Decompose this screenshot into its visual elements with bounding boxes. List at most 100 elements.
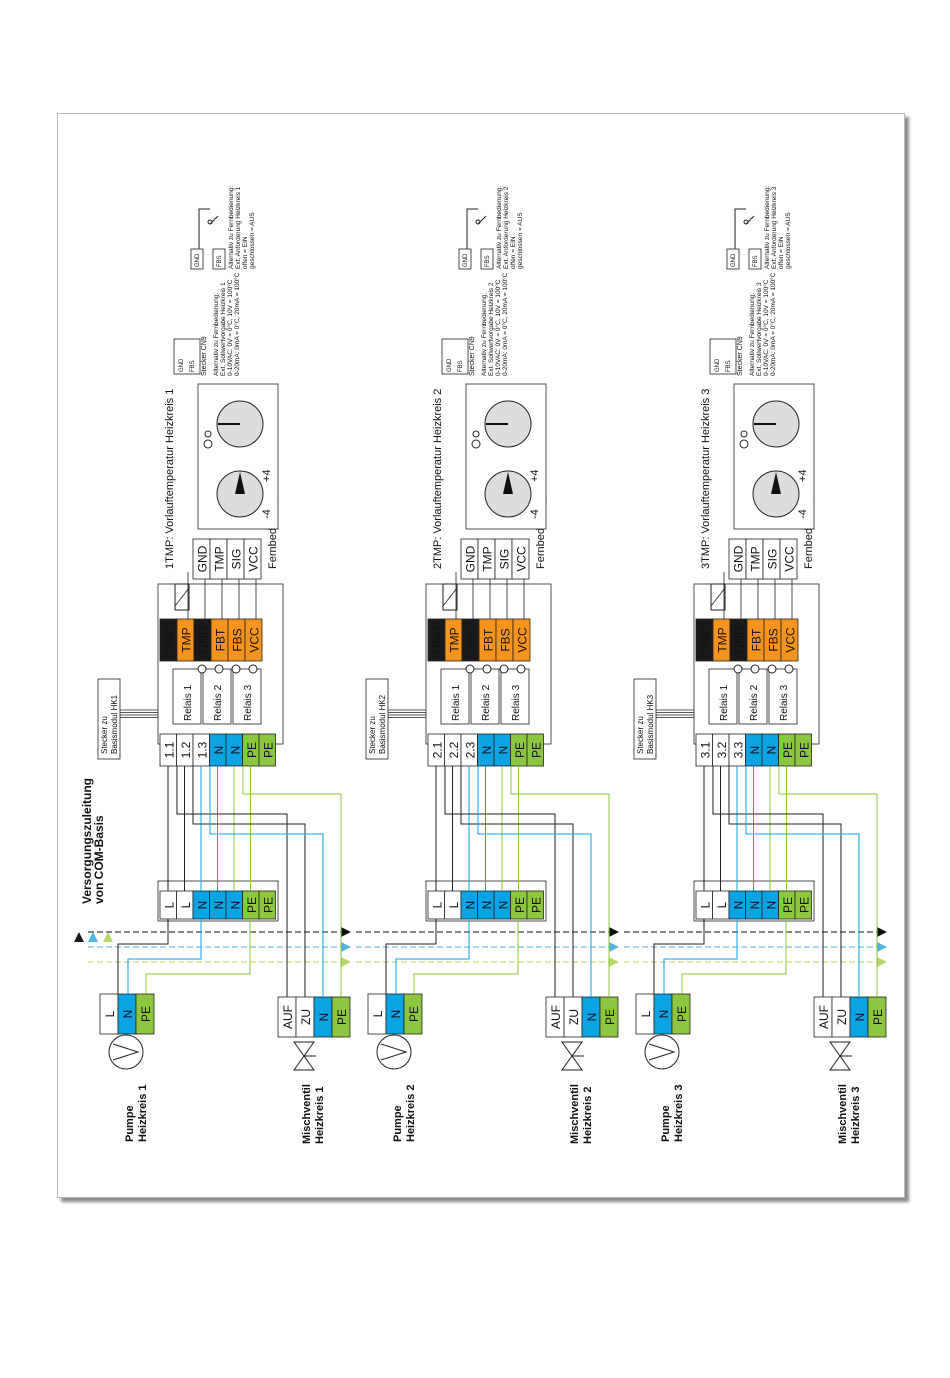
alt-switch-line: Ext. Anforderung Heizkreis 1 — [235, 186, 242, 269]
remote-term-vcc — [779, 538, 798, 580]
module-term-0-label: 2.1 — [430, 741, 444, 758]
switch-fbs-box — [212, 248, 226, 270]
valve-wire-pe — [778, 766, 878, 997]
pump-subtitle: Heizkreis 1 — [137, 1085, 149, 1142]
supply-arrow — [74, 932, 84, 942]
bus-arrow — [609, 957, 619, 967]
distributor-term-n-label: N — [228, 901, 242, 910]
cn9-fbs: FBS — [726, 360, 732, 372]
relay-label: Relais 3 — [511, 684, 522, 721]
sensor-title: 2TMP: Vorlauftemperatur Heizkreis 2 — [432, 389, 444, 569]
alt-switch-line: geschlossen = AUS — [785, 212, 792, 269]
pump-wire-n — [127, 919, 202, 994]
alt-setpoint-line: Ext. Sollwertvorgabe Heizkreis 1 — [220, 282, 227, 376]
remote-term-vcc — [511, 538, 530, 580]
pump-term-n-label: N — [121, 1010, 135, 1019]
pump-icon — [648, 1043, 676, 1061]
screw-terminal-icon — [499, 664, 509, 674]
remote-term-tmp-label: TMP — [749, 546, 763, 571]
pump-title: Pumpe — [660, 1105, 672, 1142]
cn9-label: Stecker CN9 — [201, 336, 208, 376]
distributor-term-n-label: N — [212, 901, 226, 910]
cn9-box — [441, 338, 469, 375]
signal-term-tmp-label: TMP — [716, 627, 730, 652]
valve-term-auf-label: AUF — [549, 1005, 563, 1029]
alt-setpoint-line: Ext. Sollwertvorgabe Heizkreis 2 — [488, 282, 495, 376]
signal-term-gnd-label: GND — [163, 626, 177, 653]
valve-wire-n — [477, 766, 592, 997]
valve-wire-auf — [444, 766, 556, 997]
distributor-term-n-label: N — [748, 901, 762, 910]
scale-plus: +4 — [797, 469, 809, 482]
pump-icon — [644, 1034, 680, 1070]
relay-box — [232, 668, 262, 725]
cn9-gnd: GND — [179, 358, 185, 372]
valve-term-pe-label: PE — [603, 1009, 617, 1025]
distributor-term-l-label: L — [698, 901, 712, 908]
pump-term-pe-label: PE — [675, 1006, 689, 1022]
bus-arrow — [341, 927, 351, 937]
switch-gnd-box — [726, 248, 740, 270]
cn9-gnd: GND — [715, 358, 721, 372]
alt-setpoint-line: 0-20mA: 0mA = 0°C, 20mA = 100°C — [501, 272, 509, 376]
alt-setpoint-line: 0-20mA: 0mA = 0°C, 20mA = 100°C — [233, 272, 241, 376]
mixer-subtitle: Heizkreis 2 — [582, 1087, 594, 1144]
switch-gnd-box — [458, 248, 472, 270]
plug-label-box — [365, 678, 389, 760]
module-term-6 — [794, 733, 812, 767]
signal-term-fbs-label: FBS — [231, 628, 245, 651]
thermistor-icon — [174, 587, 190, 607]
valve-wire-n — [209, 766, 324, 997]
switch-fbs-label: FBS — [485, 255, 491, 267]
cn9-fbs: FBS — [190, 360, 196, 372]
plug-label-line2: Basismodul HK1 — [110, 694, 119, 754]
distributor-term-n-label: N — [463, 901, 477, 910]
sensor-title: 1TMP: Vorlauftemperatur Heizkreis 1 — [164, 389, 176, 569]
alt-switch-line: Ext. Anforderung Heizkreis 3 — [771, 186, 778, 269]
valve-wire-auf — [712, 766, 824, 997]
remote-term-vcc-label: VCC — [247, 546, 261, 572]
switch-gnd-label: GND — [463, 253, 469, 267]
alt-switch-line: geschlossen = AUS — [249, 212, 256, 269]
cn9-box — [709, 338, 737, 375]
supply-subtitle: von COM-Basis — [92, 815, 106, 904]
switch-wire — [198, 208, 210, 249]
thermistor-icon — [710, 587, 726, 607]
distributor-term-pe — [258, 890, 276, 920]
mixer-subtitle: Heizkreis 1 — [314, 1087, 326, 1144]
switch-gnd-box — [190, 248, 204, 270]
pump-term-pe — [403, 993, 423, 1035]
distributor-term-pe-label: PE — [513, 897, 527, 913]
relay-label: Relais 2 — [749, 684, 760, 721]
screw-terminal-icon — [197, 664, 207, 674]
relay-box — [470, 668, 500, 725]
relay-label: Relais 2 — [481, 684, 492, 721]
mixer-title: Mischventil — [301, 1084, 313, 1144]
pump-subtitle: Heizkreis 2 — [405, 1085, 417, 1142]
switch-contact-icon — [209, 215, 219, 225]
relay-box — [708, 668, 738, 725]
module-term-2-label: 1.3 — [195, 741, 209, 758]
valve-icon — [561, 1041, 583, 1057]
screw-terminal-icon — [248, 664, 258, 674]
pump-wire-pe — [145, 919, 251, 994]
switch-fbs-label: FBS — [217, 255, 223, 267]
pump-wire-l — [653, 919, 705, 994]
module-term-3-label: N — [480, 746, 494, 755]
distributor-term-pe — [526, 890, 544, 920]
valve-icon — [829, 1055, 851, 1071]
alt-setpoint-line: 0-20mA: 0mA = 0°C, 20mA = 100°C — [769, 272, 777, 376]
distributor-term-pe — [794, 890, 812, 920]
valve-wire-zu — [728, 766, 842, 997]
signal-term-vcc — [780, 618, 799, 662]
valve-term-pe-label: PE — [335, 1009, 349, 1025]
pump-wire-n — [395, 919, 470, 994]
distributor-term-n-label: N — [731, 901, 745, 910]
alt-switch-line: offen = EIN — [242, 236, 249, 269]
switch-fbs-label: FBS — [753, 255, 759, 267]
module-term-3-label: N — [748, 746, 762, 755]
sun-icon — [471, 439, 481, 449]
plug-label-line1: Stecker zu — [636, 716, 645, 754]
pump-title: Pumpe — [124, 1105, 136, 1142]
